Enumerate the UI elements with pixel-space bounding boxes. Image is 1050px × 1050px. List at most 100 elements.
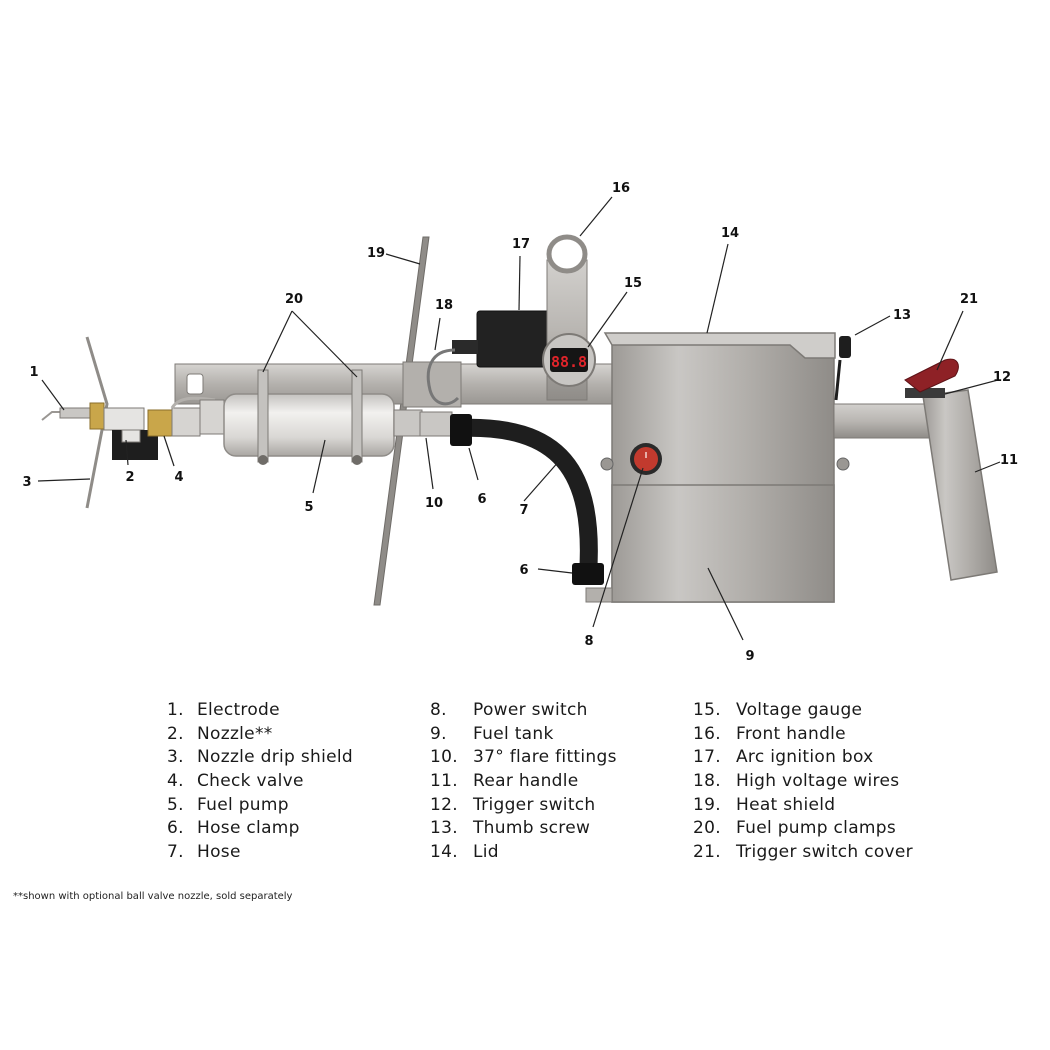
legend-item: 16. Front handle [693, 724, 913, 748]
callout-16: 16 [612, 181, 630, 196]
legend-label: Hose [197, 842, 241, 863]
callout-19: 19 [367, 246, 385, 261]
hose-clamp-upper [450, 414, 472, 446]
legend-item: 1. Electrode [167, 700, 353, 724]
legend-number: 13. [430, 818, 458, 839]
legend-item: 10.37° flare fittings [430, 747, 617, 771]
callout-labels: 1 2 3 4 5 6 6 7 8 9 10 11 12 13 14 15 16… [22, 181, 1018, 664]
callout-18: 18 [435, 298, 453, 313]
callout-17: 17 [512, 237, 530, 252]
legend-column-2: 8.Power switch 9. Fuel tank 10.37° flare … [430, 700, 617, 866]
legend-number: 11. [430, 771, 458, 792]
legend-item: 3.Nozzle drip shield [167, 747, 353, 771]
legend-label: Fuel pump [197, 794, 289, 815]
legend-number: 3. [167, 747, 184, 768]
callout-11: 11 [1000, 453, 1018, 468]
trigger-switch [905, 388, 945, 398]
callout-2: 2 [125, 470, 134, 485]
legend-item: 20. Fuel pump clamps [693, 818, 913, 842]
legend-label: Thumb screw [473, 818, 591, 839]
footnote: **shown with optional ball valve nozzle,… [13, 891, 293, 902]
legend-item: 5. Fuel pump [167, 795, 353, 819]
legend-number: 12. [430, 794, 458, 815]
gauge-digits: 88.8 [551, 353, 587, 371]
legend-item: 8.Power switch [430, 700, 617, 724]
callout-10: 10 [425, 496, 443, 511]
callout-8: 8 [584, 634, 593, 649]
callout-5: 5 [304, 500, 313, 515]
legend-number: 9. [430, 723, 447, 744]
legend-label: Fuel tank [473, 723, 554, 744]
legend-label: Hose clamp [197, 818, 300, 839]
legend-item: 7. Hose [167, 842, 353, 866]
legend-label: Nozzle** [197, 723, 273, 744]
legend-number: 5. [167, 794, 184, 815]
legend-number: 2. [167, 723, 184, 744]
callout-14: 14 [721, 226, 739, 241]
legend-label: 37° flare fittings [473, 747, 617, 768]
callout-4: 4 [174, 470, 183, 485]
legend-number: 6. [167, 818, 184, 839]
legend-number: 4. [167, 771, 184, 792]
callout-12: 12 [993, 370, 1011, 385]
flare-fittings [419, 411, 453, 437]
legend-number: 16. [693, 723, 721, 744]
legend-number: 14. [430, 842, 458, 863]
legend-item: 6. Hose clamp [167, 818, 353, 842]
legend-item: 15. Voltage gauge [693, 700, 913, 724]
legend-label: Arc ignition box [736, 747, 874, 768]
callout-6-upper: 6 [477, 492, 486, 507]
leader-lines [37, 196, 1001, 641]
tank-lid [603, 332, 836, 359]
callout-9: 9 [745, 649, 754, 664]
legend-label: Heat shield [736, 794, 836, 815]
frame-rail [174, 361, 616, 408]
legend-number: 7. [167, 842, 184, 863]
legend-item: 17. Arc ignition box [693, 747, 913, 771]
legend-item: 2. Nozzle** [167, 724, 353, 748]
fuel-pump [199, 393, 423, 457]
electrode [41, 407, 91, 421]
legend-item: 11. Rear handle [430, 771, 617, 795]
legend-label: Voltage gauge [736, 700, 863, 720]
callout-3: 3 [22, 475, 31, 490]
fuel-pump-clamps [257, 369, 363, 465]
fuel-tank [585, 339, 850, 603]
legend-number: 1. [167, 700, 184, 720]
callout-7: 7 [519, 503, 528, 518]
legend-label: Power switch [473, 700, 588, 720]
flamethrower-diagram: 88.8 [22, 181, 1018, 664]
trigger-switch-cover [904, 358, 959, 393]
legend-label: Check valve [197, 771, 304, 792]
legend-item: 19. Heat shield [693, 795, 913, 819]
nozzle [89, 402, 158, 460]
legend-column-1: 1. Electrode 2. Nozzle** 3.Nozzle drip shi… [167, 700, 353, 866]
legend-label: Rear handle [473, 771, 579, 792]
legend-label: Trigger switch cover [736, 842, 913, 863]
legend-item: 13. Thumb screw [430, 818, 617, 842]
nozzle-drip-shield [85, 336, 109, 509]
callout-13: 13 [893, 308, 911, 323]
thumb-screw [834, 336, 851, 401]
legend-item: 4. Check valve [167, 771, 353, 795]
legend-number: 15. [693, 700, 721, 720]
legend-label: Lid [473, 842, 499, 863]
legend-number: 20. [693, 818, 721, 839]
legend-item: 21.Trigger switch cover [693, 842, 913, 866]
callout-21: 21 [960, 292, 978, 307]
legend-number: 17. [693, 747, 721, 768]
legend-column-3: 15. Voltage gauge 16. Front handle 17. Arc … [693, 700, 913, 866]
hose-clamp-lower [572, 563, 604, 585]
check-valve [147, 396, 216, 437]
legend-label: Electrode [197, 700, 280, 720]
legend-label: Fuel pump clamps [736, 818, 897, 839]
callout-15: 15 [624, 276, 642, 291]
legend-number: 19. [693, 794, 721, 815]
callout-1: 1 [29, 365, 38, 380]
arc-ignition-box [452, 310, 553, 368]
legend-label: High voltage wires [736, 771, 900, 792]
voltage-gauge: 88.8 [542, 333, 596, 387]
legend-label: Trigger switch [473, 794, 596, 815]
power-switch [630, 443, 662, 475]
legend-label: Front handle [736, 723, 846, 744]
